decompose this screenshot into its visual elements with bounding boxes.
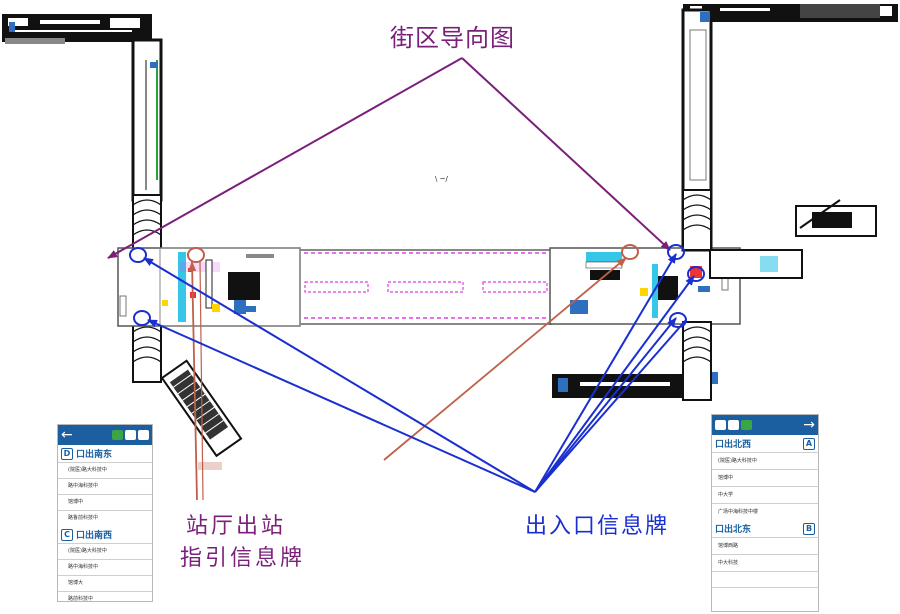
transport-icons (715, 420, 752, 430)
transport-icons (112, 430, 149, 440)
exit-title: 口出北西 (715, 440, 752, 450)
board-rows-a: (院医)路大科技中 馆博中 中大学 广场中海科技中楼 (712, 452, 818, 520)
left-vertical-corridor (131, 38, 163, 251)
exit-title: 口出南西 (76, 531, 113, 541)
board-section-b: 口出北东 B (712, 520, 818, 537)
board-row: 路前科技中 (58, 591, 152, 607)
central-corridor (300, 249, 552, 325)
center-mark: \ ~/ (435, 175, 448, 183)
board-rows-b: 馆博西路 中大科技 (712, 537, 818, 571)
board-row: (院医)路大科技中 (58, 543, 152, 559)
board-section-a: 口出北西 A (712, 435, 818, 452)
left-arrow-icon: ← (61, 427, 73, 443)
entrance-sign-arrows (143, 253, 695, 493)
board-row: 广场中海科技中楼 (712, 503, 818, 520)
board-row: 中大学 (712, 486, 818, 503)
board-row: 路鲁前科技中 (58, 510, 152, 526)
board-rows-d: (院医)路大科技中 路中海科技中 馆博中 路鲁前科技中 (58, 462, 152, 526)
board-row: 馆博中 (58, 494, 152, 510)
entrance-sign-board: → 口出北西 A (院医)路大科技中 馆博中 中大学 广场中海科技中楼 口出北东… (711, 414, 819, 612)
board-section-d: D 口出南东 (58, 445, 152, 462)
right-arrow-icon: → (803, 417, 815, 433)
board-header: → (712, 415, 818, 435)
board-row: 馆博中 (712, 469, 818, 486)
board-section-c: C 口出南西 (58, 526, 152, 543)
left-top-block (2, 14, 152, 44)
blank-row (712, 571, 818, 587)
hall-exit-sign-board: ← D 口出南东 (院医)路大科技中 路中海科技中 馆博中 路鲁前科技中 C 口… (57, 424, 153, 602)
board-row: (院医)路大科技中 (712, 452, 818, 469)
board-row: (院医)路大科技中 (58, 462, 152, 478)
hall-sign-label-line1: 站厅出站 (186, 514, 287, 539)
exit-title: 口出北东 (715, 525, 752, 535)
exit-letter-badge: B (803, 522, 815, 535)
street-map-arrows (107, 57, 671, 259)
board-row: 中大科技 (712, 554, 818, 571)
entrance-sign-label: 出入口信息牌 (525, 514, 670, 539)
board-rows-c: (院医)路大科技中 路中海科技中 馆博大 路前科技中 (58, 543, 152, 607)
street-map-label: 街区导向图 (390, 24, 515, 52)
exit-letter-badge: D (61, 447, 73, 460)
board-blank-rows (712, 571, 818, 603)
board-row: 馆博西路 (712, 537, 818, 554)
board-row: 路中海科技中 (58, 478, 152, 494)
exit-letter-badge: A (803, 437, 815, 450)
board-header: ← (58, 425, 152, 445)
board-row: 馆博大 (58, 575, 152, 591)
board-row: 路中海科技中 (58, 559, 152, 575)
right-vertical-corridor (681, 4, 898, 252)
blank-row (712, 587, 818, 603)
sign-location-markers (129, 244, 705, 328)
exit-letter-badge: C (61, 528, 73, 541)
exit-title: 口出南东 (76, 450, 113, 460)
hall-sign-label-line2: 指引信息牌 (180, 546, 306, 571)
